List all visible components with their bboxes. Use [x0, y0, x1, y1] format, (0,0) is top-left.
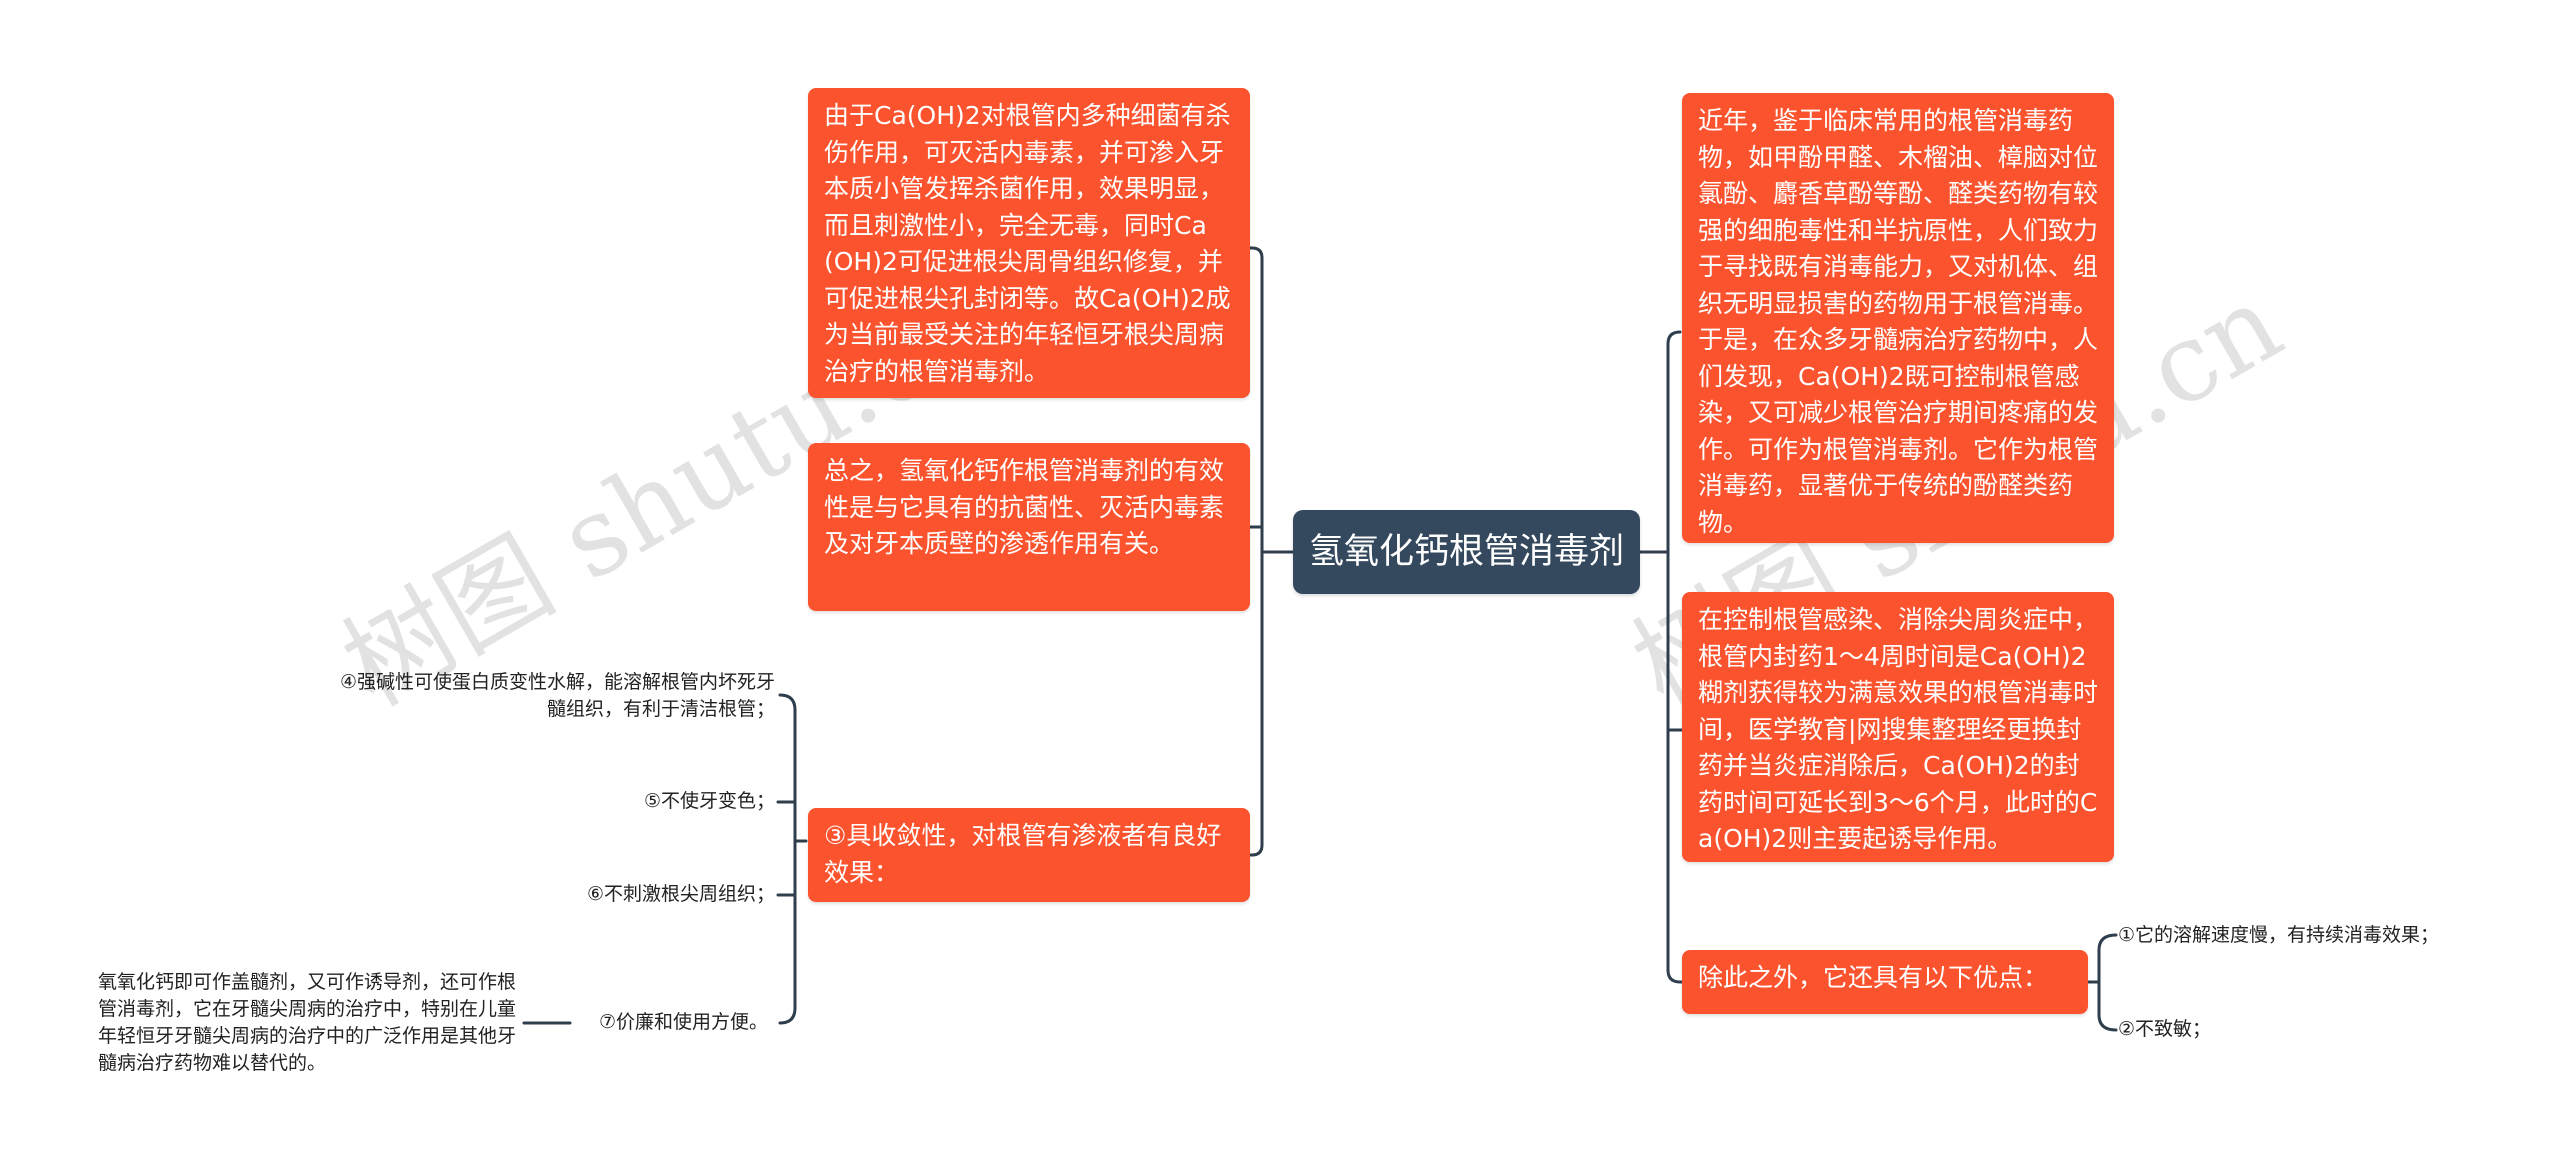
right-topic-2[interactable]: 在控制根管感染、消除尖周炎症中，根管内封药1～4周时间是Ca(OH)2糊剂获得较…: [1682, 592, 2114, 862]
left-topic-3[interactable]: ③具收敛性，对根管有渗液者有良好效果：: [808, 808, 1250, 902]
connector-left-spine: [1248, 246, 1264, 857]
root-topic[interactable]: 氢氧化钙根管消毒剂: [1293, 510, 1640, 594]
leaf-slow-dissolution[interactable]: ①它的溶解速度慢，有持续消毒效果；: [2118, 924, 2440, 946]
leaf-cheap-convenient[interactable]: ⑦价廉和使用方便。: [598, 1011, 768, 1033]
leaf-no-discoloration[interactable]: ⑤不使牙变色；: [643, 790, 775, 812]
leaf-strong-alkaline[interactable]: ④强碱性可使蛋白质变性水解，能溶解根管内坏死牙髓组织，有利于清洁根管；: [339, 671, 775, 720]
leaf-note-multiuse[interactable]: 氧氧化钙即可作盖髓剂，又可作诱导剂，还可作根管消毒剂，它在牙髓尖周病的治疗中，特…: [98, 971, 517, 1074]
leaf-no-irritation[interactable]: ⑥不刺激根尖周组织；: [586, 883, 775, 905]
left-topic-1[interactable]: 由于Ca(OH)2对根管内多种细菌有杀伤作用，可灭活内毒素，并可渗入牙本质小管发…: [808, 88, 1250, 398]
connector-right-spine: [1666, 330, 1686, 984]
right-topic-3[interactable]: 除此之外，它还具有以下优点：: [1682, 950, 2088, 1014]
connector-right-leaves-spine: [2097, 933, 2118, 1032]
right-topic-1[interactable]: 近年，鉴于临床常用的根管消毒药物，如甲酚甲醛、木榴油、樟脑对位氯酚、麝香草酚等酚…: [1682, 93, 2114, 543]
left-topic-2[interactable]: 总之，氢氧化钙作根管消毒剂的有效性是与它具有的抗菌性、灭活内毒素及对牙本质壁的渗…: [808, 443, 1250, 611]
connector-leaves-spine: [778, 693, 797, 1025]
leaf-non-allergenic[interactable]: ②不致敏；: [2118, 1018, 2212, 1040]
